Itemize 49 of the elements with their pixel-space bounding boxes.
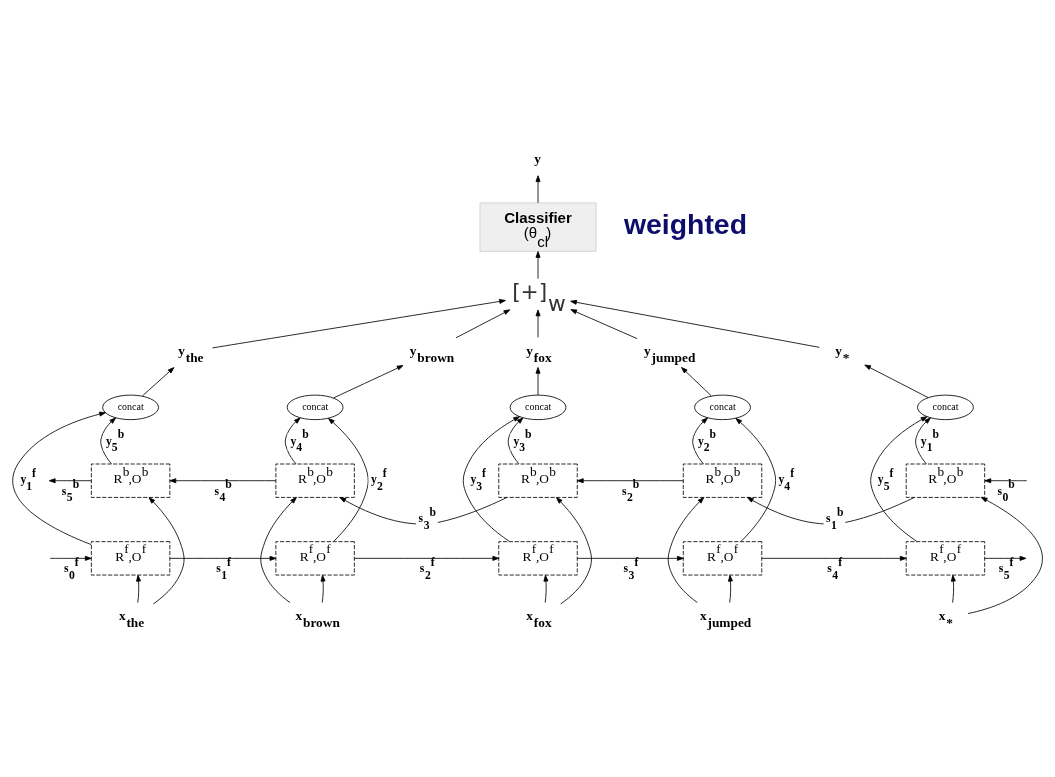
arrow (570, 299, 820, 348)
arrow (870, 415, 928, 542)
arrow (136, 574, 141, 603)
arrow (735, 417, 777, 542)
arrow (260, 496, 297, 603)
arrow (169, 477, 277, 483)
label: weighted (624, 207, 747, 240)
arrow (681, 366, 712, 396)
arrow (535, 309, 541, 338)
arrow (535, 174, 541, 203)
arrow (967, 496, 1043, 614)
arrow (320, 574, 326, 603)
node-text: y (534, 150, 541, 166)
arrow (455, 308, 511, 338)
arrow (667, 496, 705, 603)
arrow (864, 364, 929, 398)
arrow (462, 415, 520, 542)
arrow (728, 574, 733, 603)
arrow (12, 411, 106, 545)
arrow (354, 555, 500, 561)
node-ellipse: concat (694, 394, 751, 420)
arrow (100, 416, 116, 464)
arrow (49, 555, 92, 561)
arrow (535, 366, 541, 395)
arrow (984, 477, 1028, 483)
arrow (543, 574, 549, 603)
arrow (692, 416, 708, 464)
arrow (535, 250, 541, 279)
arrow (169, 555, 277, 561)
node-ellipse: concat (286, 394, 344, 420)
arrow (950, 574, 956, 603)
arrow (576, 477, 684, 483)
arrow (212, 298, 506, 348)
arrow (333, 364, 404, 398)
node-ellipse: concat (102, 394, 159, 420)
arrow (141, 366, 175, 396)
arrow (746, 496, 915, 524)
arrow (148, 496, 185, 604)
arrow (328, 417, 369, 542)
arrow (284, 416, 301, 464)
arrow (576, 555, 684, 561)
arrow (761, 555, 907, 561)
arrow (915, 416, 931, 464)
arrow (507, 416, 524, 464)
arrow (570, 308, 638, 339)
arrow (984, 555, 1027, 561)
arrow (556, 496, 592, 604)
arrow (48, 477, 92, 483)
arrow (339, 496, 508, 524)
